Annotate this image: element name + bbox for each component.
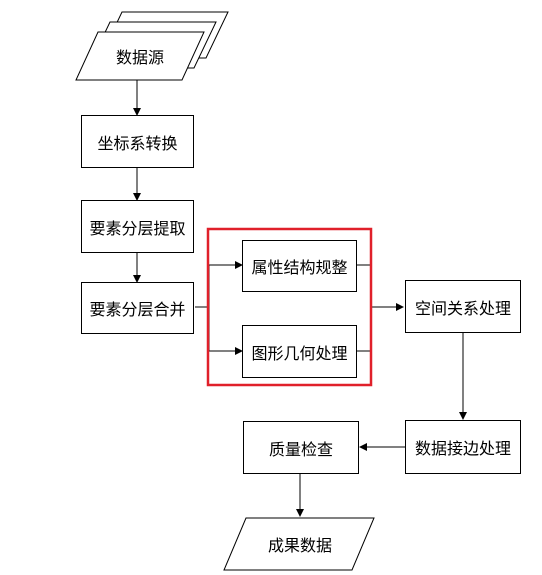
spatial-relation-box: 空间关系处理 [405, 280, 521, 333]
attr-normalize-box: 属性结构规整 [242, 240, 357, 292]
result-data-shape [223, 517, 375, 571]
result-data-label: 成果数据 [267, 536, 332, 555]
layer-merge-box: 要素分层合并 [81, 282, 194, 334]
highlight-frame [206, 227, 373, 387]
coord-transform-box: 坐标系转换 [81, 115, 194, 168]
layer-extract-box: 要素分层提取 [81, 200, 194, 253]
quality-check-box: 质量检查 [243, 421, 359, 474]
edge-matching-box: 数据接边处理 [405, 420, 521, 474]
data-source-label: 数据源 [115, 48, 164, 67]
data-source-shape [75, 11, 229, 81]
geom-process-box: 图形几何处理 [242, 325, 357, 378]
